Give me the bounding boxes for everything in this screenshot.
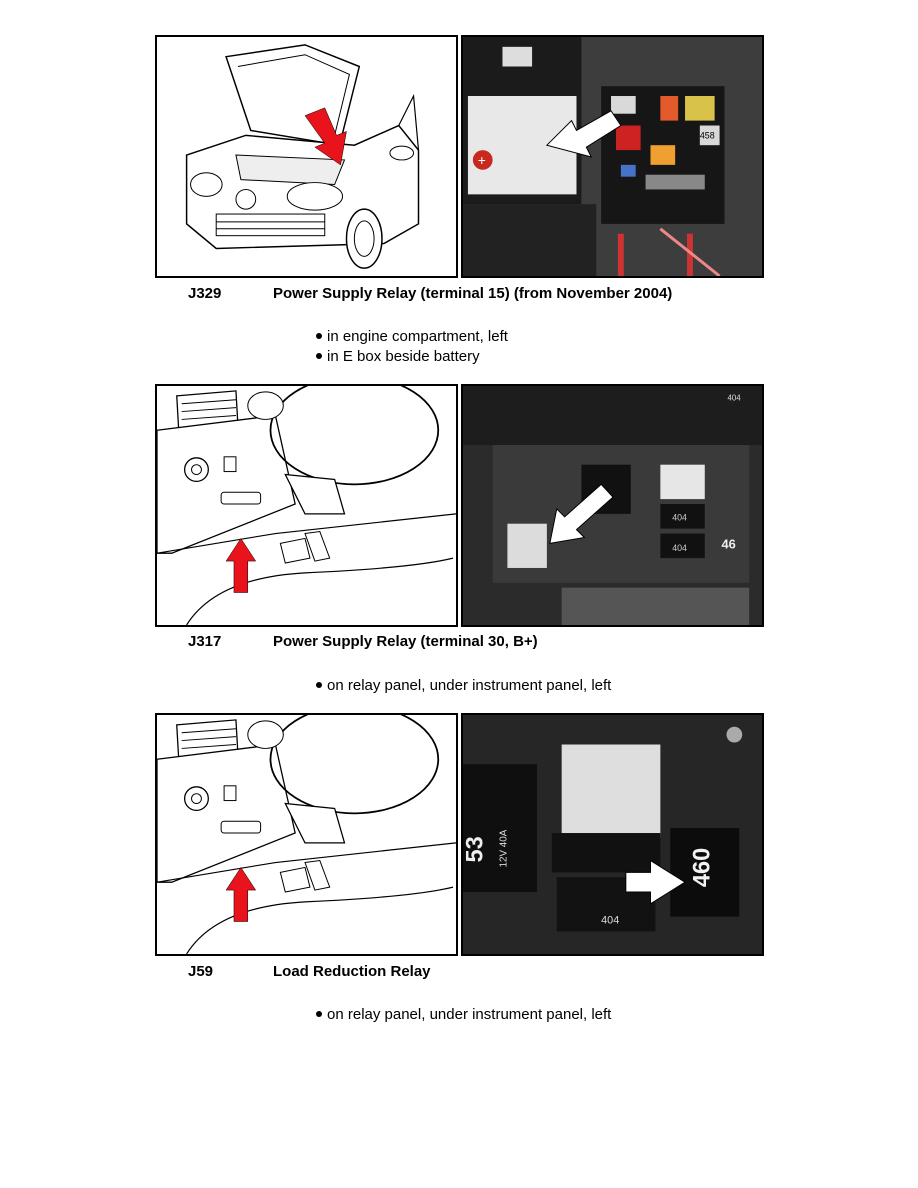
component-code: J317 (188, 633, 222, 650)
component-title: Load Reduction Relay (273, 963, 431, 980)
location-bullet: in engine compartment, left (316, 328, 508, 345)
dashboard-illustration (155, 384, 458, 627)
relay-404-label: 404 (672, 513, 687, 523)
relay-460-label: 460 (690, 848, 716, 887)
relay-458-label: 458 (700, 130, 715, 140)
red-arrow-icon (225, 866, 257, 922)
relay-closeup-photo: 53 12V 40A 404 460 (461, 713, 764, 956)
white-arrow-icon (545, 110, 622, 158)
red-arrow-icon (225, 537, 257, 593)
red-arrow-icon (304, 107, 347, 166)
location-bullet: on relay panel, under instrument panel, … (316, 677, 611, 694)
location-bullet: on relay panel, under instrument panel, … (316, 1006, 611, 1023)
battery-plus-label: + (478, 153, 486, 168)
relay-panel-photo: 404 404 404 46 (461, 384, 764, 627)
relay-rating-label: 12V 40A (498, 829, 509, 867)
panel-46-label: 46 (722, 536, 736, 551)
component-title: Power Supply Relay (terminal 30, B+) (273, 633, 538, 650)
component-code: J329 (188, 285, 222, 302)
location-bullet: in E box beside battery (316, 348, 480, 365)
white-arrow-icon (625, 859, 686, 905)
relay-53-label: 53 (463, 836, 489, 862)
panel-404-label: 404 (727, 394, 741, 403)
dashboard-illustration (155, 713, 458, 956)
car-engine-illustration (155, 35, 458, 278)
component-code: J59 (188, 963, 214, 980)
component-title: Power Supply Relay (terminal 15) (from N… (273, 285, 673, 302)
fuse-box-photo: + 458 (461, 35, 764, 278)
relay-404-label: 404 (601, 915, 619, 927)
white-arrow-icon (549, 483, 614, 544)
relay-404-label: 404 (672, 543, 687, 553)
